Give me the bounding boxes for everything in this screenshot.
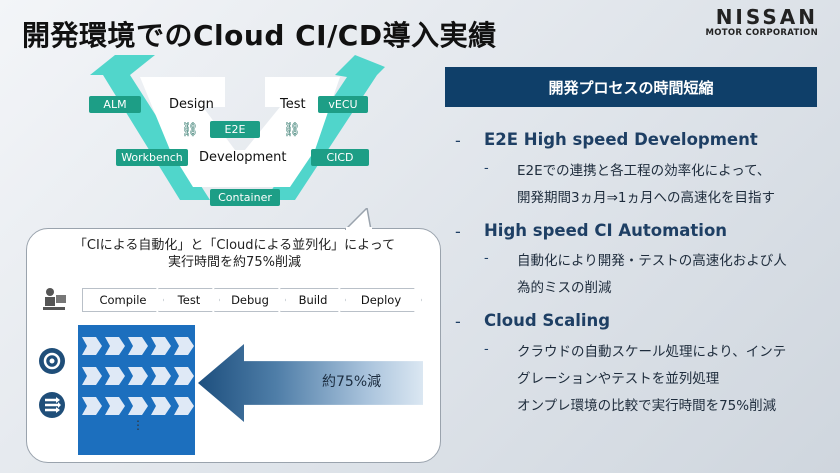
stage-deploy: Deploy xyxy=(340,288,422,312)
reduction-label: 約75%減 xyxy=(322,374,382,390)
chevron xyxy=(174,337,194,355)
chevron xyxy=(105,337,125,355)
callout-text: 「CIによる自動化」と「Cloudによる並列化」によって 実行時間を約75%削減 xyxy=(27,237,442,271)
section-2-line-2: 為的ミスの削減 xyxy=(517,280,612,296)
chevron xyxy=(82,337,102,355)
bullet-marker: - xyxy=(455,312,461,331)
more-rows-ellipsis: ⋮ xyxy=(132,418,144,432)
sub-marker: - xyxy=(484,161,489,176)
chevron xyxy=(82,367,102,385)
label-development: Development xyxy=(199,150,287,165)
parallel-row-1 xyxy=(82,337,194,355)
section-2-title: High speed CI Automation xyxy=(484,221,728,240)
tag-cicd: CICD xyxy=(311,149,369,166)
chain-left-icon: ⛓ xyxy=(181,122,199,138)
chevron xyxy=(128,337,148,355)
chevron xyxy=(151,397,171,415)
section-3-line-2: グレーションやテストを並列処理 xyxy=(517,371,720,387)
label-design: Design xyxy=(169,97,214,112)
parallel-row-3 xyxy=(82,397,194,415)
v-inner-middle xyxy=(170,150,315,187)
label-test: Test xyxy=(280,97,306,112)
chevron xyxy=(82,397,102,415)
parallel-arrows-icon xyxy=(39,392,65,418)
chevron xyxy=(128,397,148,415)
chevron xyxy=(128,367,148,385)
parallel-row-2 xyxy=(82,367,194,385)
parallel-process-block xyxy=(78,325,195,455)
callout-pointer xyxy=(345,208,372,230)
section-1-line-2: 開発期間3ヵ月⇒1ヵ月への高速化を目指す xyxy=(517,190,775,206)
stage-test: Test xyxy=(158,288,220,312)
callout-text-content: 「CIによる自動化」と「Cloudによる並列化」によって 実行時間を約75%削減 xyxy=(73,238,396,270)
stage-build: Build xyxy=(280,288,346,312)
stage-compile: Compile xyxy=(82,288,164,312)
automation-cycle-icon xyxy=(39,348,65,374)
tag-vecu: vECU xyxy=(318,96,368,113)
section-3-title: Cloud Scaling xyxy=(484,311,611,330)
chain-right-icon: ⛓ xyxy=(283,122,301,138)
chevron xyxy=(174,397,194,415)
chevron xyxy=(151,367,171,385)
tag-alm: ALM xyxy=(89,96,141,113)
section-1-line-1: E2Eでの連携と各工程の効率化によって、 xyxy=(517,163,771,179)
chevron xyxy=(174,367,194,385)
section-1-title: E2E High speed Development xyxy=(484,130,758,149)
chevron xyxy=(151,337,171,355)
sub-marker: - xyxy=(484,251,489,266)
slide-title: 開発環境でのCloud CI/CD導入実績 xyxy=(22,19,497,52)
v-diagram: ALM Design Test vECU ⛓ E2E ⛓ Workbench D… xyxy=(85,55,395,215)
nissan-logo: NISSAN MOTOR CORPORATION xyxy=(705,6,818,38)
bullet-marker: - xyxy=(455,131,461,150)
section-2-line-1: 自動化により開発・テストの高速化および人 xyxy=(517,253,787,269)
chevron xyxy=(105,367,125,385)
stage-debug: Debug xyxy=(214,288,286,312)
chevron xyxy=(105,397,125,415)
tag-container: Container xyxy=(210,189,280,206)
logo-sub: MOTOR CORPORATION xyxy=(705,28,818,38)
section-3-line-1: クラウドの自動スケール処理により、インテ xyxy=(517,344,787,360)
tag-e2e: E2E xyxy=(210,121,260,138)
developer-icon xyxy=(43,288,66,310)
bullet-marker: - xyxy=(455,222,461,241)
panel-header: 開発プロセスの時間短縮 xyxy=(445,67,817,107)
logo-main: NISSAN xyxy=(715,5,818,29)
tag-workbench: Workbench xyxy=(116,149,188,166)
section-3-line-3: オンプレ環境の比較で実行時間を75%削減 xyxy=(517,398,777,414)
sub-marker: - xyxy=(484,342,489,357)
v-inner-right xyxy=(245,77,340,150)
